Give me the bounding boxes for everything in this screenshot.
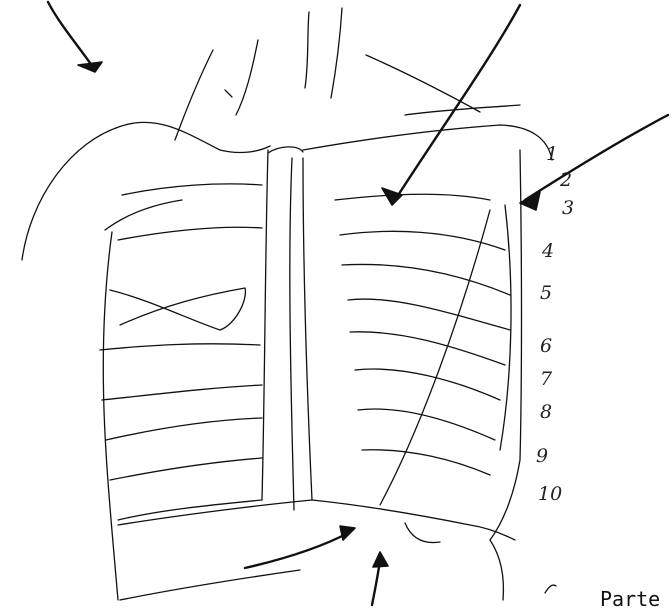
rib-left-1 [122, 184, 262, 195]
abdomen-line [118, 500, 312, 525]
rib-left-4 [100, 344, 260, 350]
left-shoulder-arc [105, 200, 182, 230]
arrow-top-left-shaft [48, 2, 95, 70]
ribcage-diagonal [380, 210, 490, 505]
neck-line-left [305, 12, 309, 88]
rib-number-3: 3 [562, 197, 574, 219]
rib-number-10: 10 [538, 483, 562, 505]
rib-left-2 [118, 227, 262, 240]
right-lower-edge [490, 540, 503, 600]
caption-tick [545, 585, 556, 593]
rib-number-9: 9 [536, 445, 548, 467]
rib-left-8 [118, 500, 262, 520]
arrow-right-head [520, 192, 540, 210]
neck-line-right [331, 8, 342, 98]
rib-right-6 [355, 369, 500, 400]
rib-right-5 [350, 332, 505, 365]
caption-text: Parte inferior de [600, 588, 672, 610]
rib-right-3 [342, 264, 510, 295]
arrow-up-head [373, 552, 388, 567]
rib-number-1: 1 [546, 143, 558, 165]
clavicle-left [175, 50, 213, 140]
rib-number-5: 5 [540, 282, 552, 304]
rib-left-5 [102, 385, 262, 400]
shoulder-right-line-2 [405, 105, 520, 115]
arrow-center-shaft [395, 5, 520, 200]
ribcage-top [303, 125, 552, 160]
rib-number-6: 6 [540, 335, 552, 357]
clavicle-left-inner [236, 40, 258, 115]
sternum-strip-outer [268, 147, 303, 153]
arrow-top-left-head [78, 62, 102, 72]
sternum-left-edge [262, 150, 268, 500]
ribcage-bottom-flap [405, 523, 440, 543]
sternum-strip-right [303, 158, 312, 500]
rib-left-6 [106, 418, 262, 440]
rib-right-2 [340, 231, 505, 250]
rib-right-8 [362, 450, 490, 475]
rib-left-7 [110, 458, 262, 480]
rib-number-4: 4 [541, 240, 554, 262]
clavicle-mark [225, 90, 232, 97]
rib-right-7 [358, 409, 495, 440]
rib-number-2: 2 [559, 169, 572, 191]
shoulder-right-line [366, 55, 480, 112]
left-flank [103, 232, 118, 600]
rib-right-4 [348, 299, 510, 330]
arrow-bottom-shaft [245, 532, 350, 568]
arrow-center-head [382, 188, 402, 205]
rib-left-3 [110, 288, 245, 330]
abdomen-lower [120, 570, 300, 600]
rib-number-8: 8 [540, 401, 552, 423]
arrow-bottom-head [340, 526, 355, 540]
sternum-strip-left [290, 158, 294, 510]
rib-right-1 [335, 194, 490, 200]
rib-number-7: 7 [540, 368, 553, 390]
